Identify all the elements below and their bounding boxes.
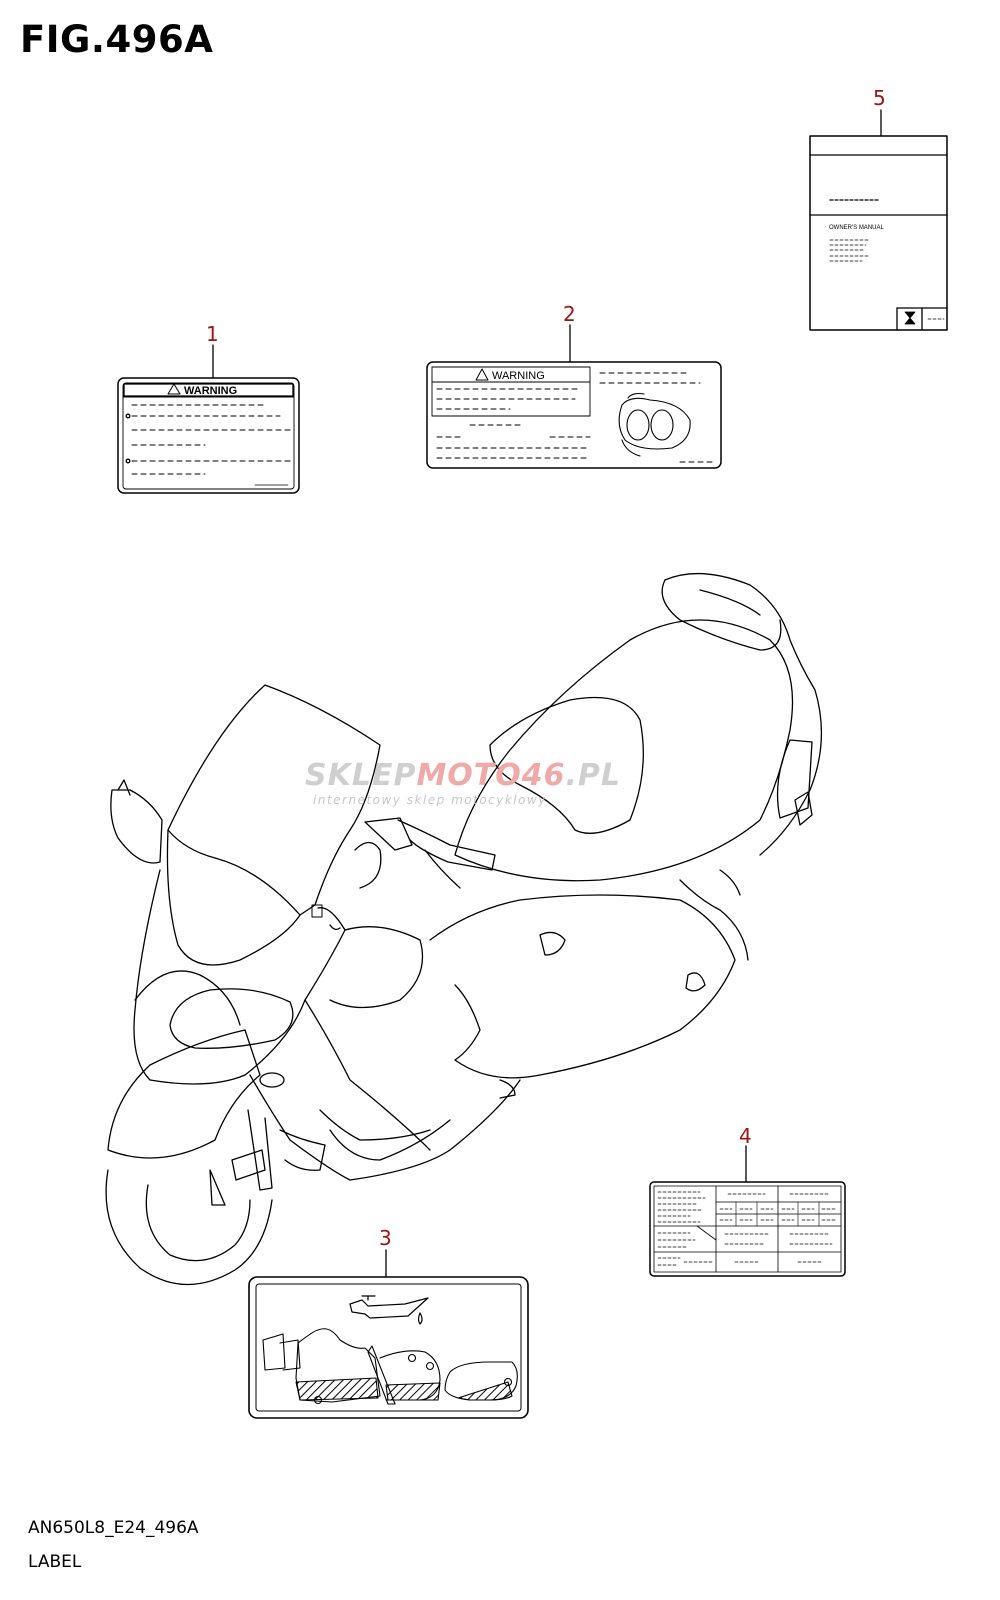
watermark-brand-1: SKLEP xyxy=(305,758,417,793)
part-1-warning-label[interactable]: WARNING xyxy=(117,344,300,494)
warning-1-text: WARNING xyxy=(184,385,237,397)
headlight xyxy=(169,988,294,1049)
engine-sight-glass-icon xyxy=(262,1328,441,1405)
callout-2: 2 xyxy=(563,302,576,326)
callout-1: 1 xyxy=(206,322,219,346)
watermark-brand-red: MOTO46 xyxy=(416,758,566,793)
part-3-oil-label[interactable] xyxy=(248,1249,529,1419)
watermark: SKLEPMOTO46.PL internetowy sklep motocyk… xyxy=(305,758,695,807)
part-5-owners-manual[interactable]: OWNER'S MANUAL xyxy=(809,109,948,331)
warning-triangle-icon xyxy=(475,368,489,381)
seat xyxy=(454,619,794,882)
warning-2-text: WARNING xyxy=(492,370,545,382)
watermark-tagline: internetowy sklep motocyklowy xyxy=(313,793,547,807)
callout-5: 5 xyxy=(873,86,886,110)
warning-triangle-icon xyxy=(167,383,181,395)
front-wheel xyxy=(105,1169,273,1286)
windscreen xyxy=(167,684,381,916)
dipstick-icon xyxy=(444,1361,518,1401)
helmet-storage-icon xyxy=(618,392,691,457)
watermark-brand-2: .PL xyxy=(565,758,622,793)
scooter-drawing xyxy=(105,572,823,1286)
left-mirror xyxy=(110,789,163,864)
manual-label: OWNER'S MANUAL xyxy=(829,225,884,231)
figure-name: LABEL xyxy=(28,1552,82,1572)
suzuki-logo-icon xyxy=(904,311,916,325)
callout-3: 3 xyxy=(379,1226,392,1250)
front-fender xyxy=(107,1029,261,1159)
figure-code: AN650L8_E24_496A xyxy=(28,1518,199,1538)
figure-title: FIG.496A xyxy=(20,18,214,61)
part-2-warning-label[interactable]: WARNING xyxy=(426,324,722,469)
callout-4: 4 xyxy=(739,1124,752,1148)
oil-can-icon xyxy=(349,1295,429,1325)
part-4-info-label[interactable] xyxy=(649,1145,846,1277)
